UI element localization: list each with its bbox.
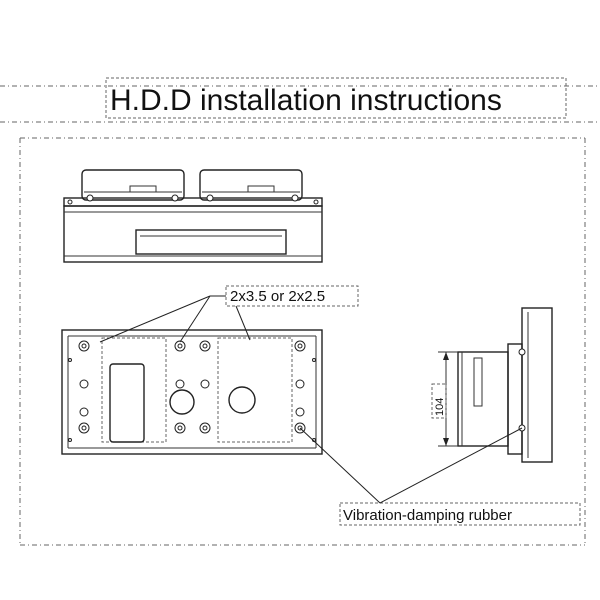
rubber-callout: Vibration-damping rubber bbox=[299, 427, 581, 526]
rubber-label: Vibration-damping rubber bbox=[343, 507, 512, 524]
dimension-label: 104 bbox=[434, 398, 446, 416]
screw-spec-callout: 2x3.5 or 2x2.5 bbox=[99, 285, 359, 343]
screw-spec-label: 2x3.5 or 2x2.5 bbox=[230, 288, 325, 305]
page-title: H.D.D installation instructions bbox=[110, 84, 502, 117]
frame-lines bbox=[0, 85, 600, 546]
top-view-bracket bbox=[63, 169, 323, 263]
dimension-104: 104 bbox=[431, 351, 458, 447]
side-view-bracket bbox=[457, 307, 553, 463]
title-block: H.D.D installation instructions bbox=[105, 77, 567, 119]
front-view-plate bbox=[61, 329, 323, 455]
